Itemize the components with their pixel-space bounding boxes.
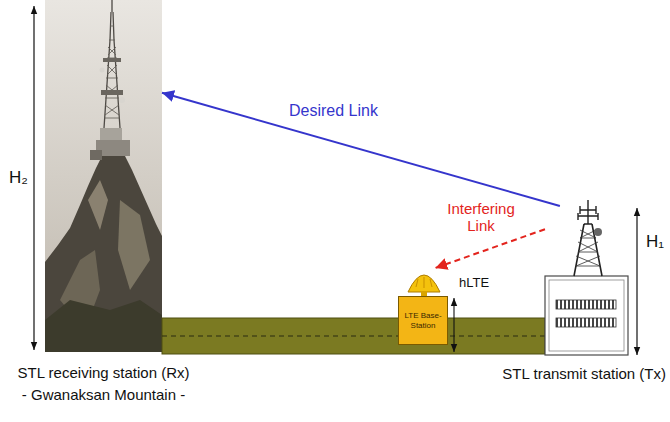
tower-platform xyxy=(101,90,123,95)
lte-base-station: LTE Base-Station xyxy=(398,268,448,345)
caption-block: STL transmit station (Tx) xyxy=(502,363,666,385)
tower-dish xyxy=(119,97,125,103)
caption-block: STL receiving station (Rx)- Gwanaksan Mo… xyxy=(18,362,190,406)
tx-tower-legs xyxy=(574,224,602,276)
transmit-station: STL transmit station (Tx) xyxy=(545,206,628,355)
ground-band xyxy=(162,318,545,354)
summit-building xyxy=(90,150,102,160)
height-label: H₁ xyxy=(645,232,665,252)
height-label: hLTE xyxy=(458,276,490,291)
rock-face xyxy=(88,180,108,230)
tower-lattice xyxy=(104,26,120,118)
receiving-station: STL receiving station (Rx)- Gwanaksan Mo… xyxy=(45,0,162,352)
link-label-box: Desired Link xyxy=(288,102,379,120)
lte-antenna xyxy=(408,275,440,292)
summit-building xyxy=(100,128,122,140)
mountain xyxy=(45,154,162,352)
height-label-box: hLTE xyxy=(458,276,490,291)
station-caption: STL transmit station (Tx) xyxy=(502,363,666,385)
tx-antenna xyxy=(578,200,598,224)
tower-platform xyxy=(103,58,121,62)
link-label: Interfering Link xyxy=(440,200,522,235)
ground-line xyxy=(162,336,545,337)
station-caption: - Gwanaksan Mountain - xyxy=(18,384,190,406)
tree-line xyxy=(45,300,162,352)
height-label-box: H₁ xyxy=(645,232,665,252)
desired-link xyxy=(162,93,560,206)
tower-dish xyxy=(100,68,105,73)
station-caption: STL receiving station (Rx) xyxy=(18,362,190,384)
height-label: H₂ xyxy=(8,168,29,188)
box-label: LTE Base-Station xyxy=(401,311,445,329)
rock-face xyxy=(118,200,150,290)
interfering-link xyxy=(435,229,545,268)
base-station-box: LTE Base-Station xyxy=(398,296,448,345)
station-building xyxy=(545,276,628,355)
building-panel xyxy=(556,300,616,309)
photo-sky xyxy=(45,0,162,352)
height-label-box: H₂ xyxy=(8,168,29,188)
height-arrow xyxy=(636,208,637,355)
antenna-ribs xyxy=(416,277,432,288)
height-arrow xyxy=(33,6,34,350)
building-inner xyxy=(549,280,624,351)
link-label: Desired Link xyxy=(288,102,379,120)
height-arrow xyxy=(453,298,454,352)
building-panel xyxy=(556,318,616,327)
link-label-box: Interfering Link xyxy=(440,200,522,235)
tx-dish xyxy=(594,228,602,236)
tower-legs xyxy=(104,0,120,128)
